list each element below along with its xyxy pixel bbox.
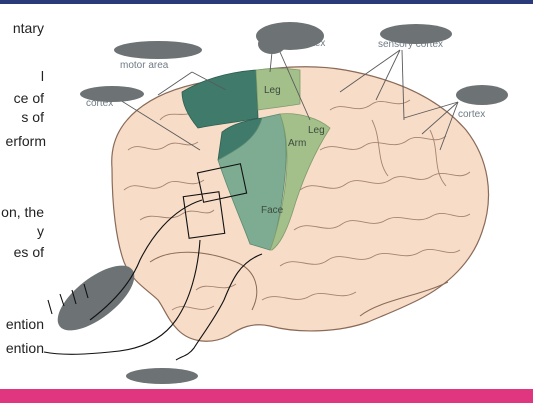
top-border-bar — [0, 0, 533, 4]
left-text-line: s of — [21, 109, 44, 125]
left-text-line: ention — [5, 316, 44, 332]
region-label-leg-upper: Leg — [264, 85, 281, 96]
leader-lines — [119, 49, 459, 151]
bottom-border-bar — [0, 389, 533, 403]
handwritten-annotations — [43, 163, 263, 361]
premotor-area-region — [181, 69, 259, 129]
left-text-line: l — [40, 68, 44, 84]
left-text-line: ce of — [13, 90, 44, 106]
left-text-line: erform — [5, 133, 46, 149]
motor-cortex-strip — [217, 113, 287, 251]
left-text-line: ntary — [12, 20, 44, 36]
label-parietal-cortex: cortex — [458, 109, 485, 120]
redaction-marks — [57, 22, 508, 384]
sensory-cortex-strip — [269, 113, 331, 251]
left-cropped-text-column: ntary l ce of s of erform on, the y es o… — [0, 14, 48, 364]
region-label-arm: Arm — [288, 138, 306, 149]
region-label-face: Face — [261, 205, 284, 216]
label-premotor-cortex: cortex — [86, 98, 113, 109]
region-label-leg: Leg — [308, 125, 325, 136]
label-motor-area: motor area — [120, 60, 169, 71]
left-text-line: ention — [5, 340, 44, 356]
left-text-line: y — [37, 223, 44, 239]
left-text-line: on, the — [1, 204, 44, 220]
left-text-line: es of — [13, 244, 44, 260]
label-somatosensory-cortex: sensory cortex — [378, 39, 443, 50]
brain-outline — [111, 66, 490, 342]
